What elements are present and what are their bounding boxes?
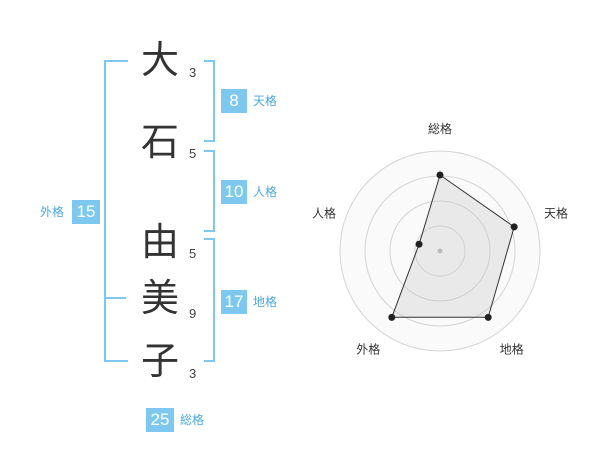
radar-polygon [391,174,515,318]
radar-center-dot [437,248,443,254]
radar-ring [414,225,466,277]
chikaku-label: 地格 [253,295,278,309]
stroke-count-4: 9 [189,306,197,321]
radar-point-1 [436,171,444,179]
radar-point-2 [510,223,518,231]
chikaku-value: 17 [221,290,247,314]
name-char-1: 大 [140,38,179,82]
radar-axis-label-4: 外格 [356,342,380,357]
jinkaku-value: 10 [221,180,247,204]
tenkaku-value: 8 [221,89,247,113]
radar-axis-label-1: 総格 [428,121,452,136]
chikaku-bracket [204,238,215,362]
gaikaku-bracket-divider [104,297,126,299]
tenkaku-label: 天格 [253,94,278,108]
jinkaku-bracket [204,150,215,232]
radar-point-3 [484,313,492,321]
name-char-2: 石 [140,120,179,164]
radar-axis-label-5: 人格 [312,205,336,220]
soukaku-label: 総格 [180,413,205,427]
radar-ring [339,150,541,352]
name-char-4: 美 [140,276,179,320]
radar-axis-label-2: 天格 [544,205,568,220]
soukaku-value: 25 [146,408,174,432]
radar-axis-label-3: 地格 [500,342,524,357]
stroke-count-5: 3 [189,366,197,381]
name-char-5: 子 [140,339,179,383]
jinkaku-label: 人格 [253,185,278,199]
radar-point-4 [388,313,396,321]
gaikaku-value: 15 [72,200,100,224]
stroke-count-1: 3 [189,65,197,80]
tenkaku-bracket [204,60,215,142]
radar-point-5 [415,240,423,248]
name-char-3: 由 [140,220,179,264]
gaikaku-label: 外格 [40,205,65,219]
stroke-count-2: 5 [189,146,197,161]
radar-ring [389,200,491,302]
stroke-count-3: 5 [189,246,197,261]
gaikaku-bracket [104,60,128,362]
